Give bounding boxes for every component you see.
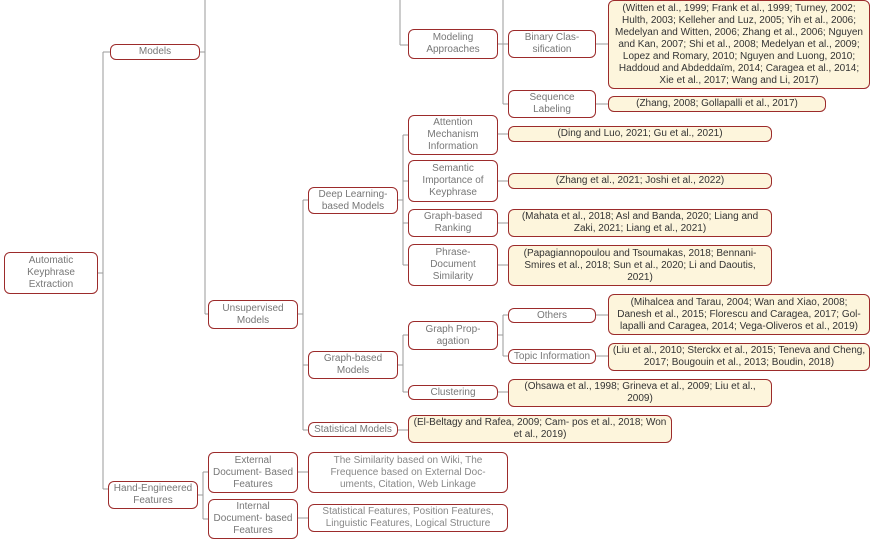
node-hand-engineered-features: Hand-Engineered Features (108, 481, 198, 509)
node-internal-features-desc: Statistical Features, Position Features,… (308, 504, 508, 532)
node-external-features: External Document- Based Features (208, 452, 298, 493)
node-external-features-desc: The Similarity based on Wiki, The Freque… (308, 452, 508, 493)
node-graph-based-ranking: Graph-based Ranking (408, 209, 498, 237)
node-modeling-approaches: Modeling Approaches (408, 29, 498, 59)
node-attention-refs: (Ding and Luo, 2021; Gu et al., 2021) (508, 126, 772, 142)
node-graph-ranking-refs: (Mahata et al., 2018; Asl and Banda, 202… (508, 209, 772, 237)
node-models: Models (110, 44, 200, 60)
node-semantic-refs: (Zhang et al., 2021; Joshi et al., 2022) (508, 173, 772, 189)
node-clustering-refs: (Ohsawa et al., 1998; Grineva et al., 20… (508, 379, 772, 407)
node-attention-mechanism: Attention Mechanism Information (408, 115, 498, 155)
node-statistical-models: Statistical Models (308, 422, 398, 437)
node-unsupervised-models: Unsupervised Models (208, 300, 298, 329)
node-graph-propagation: Graph Prop- agation (408, 321, 498, 350)
node-others-refs: (Mihalcea and Tarau, 2004; Wan and Xiao,… (608, 294, 870, 335)
node-root: Automatic Keyphrase Extraction (4, 252, 98, 294)
node-statistical-refs: (El-Beltagy and Rafea, 2009; Cam- pos et… (408, 415, 672, 443)
node-sequence-labeling-refs: (Zhang, 2008; Gollapalli et al., 2017) (608, 96, 826, 112)
node-sequence-labeling: Sequence Labeling (508, 90, 596, 118)
node-clustering: Clustering (408, 385, 498, 400)
node-graph-based-models: Graph-based Models (308, 351, 398, 379)
node-phrase-document-similarity: Phrase- Document Similarity (408, 244, 498, 286)
node-binary-classification-refs: (Witten et al., 1999; Frank et al., 1999… (608, 0, 870, 89)
node-deep-learning-models: Deep Learning- based Models (308, 187, 398, 214)
node-internal-features: Internal Document- based Features (208, 499, 298, 539)
node-topic-information: Topic Information (508, 349, 596, 364)
node-semantic-importance: Semantic Importance of Keyphrase (408, 160, 498, 202)
node-binary-classification: Binary Clas- sification (508, 30, 596, 58)
node-others: Others (508, 308, 596, 323)
node-phrase-doc-refs: (Papagiannopoulou and Tsoumakas, 2018; B… (508, 245, 772, 286)
node-topic-refs: (Liu et al., 2010; Sterckx et al., 2015;… (608, 343, 870, 371)
